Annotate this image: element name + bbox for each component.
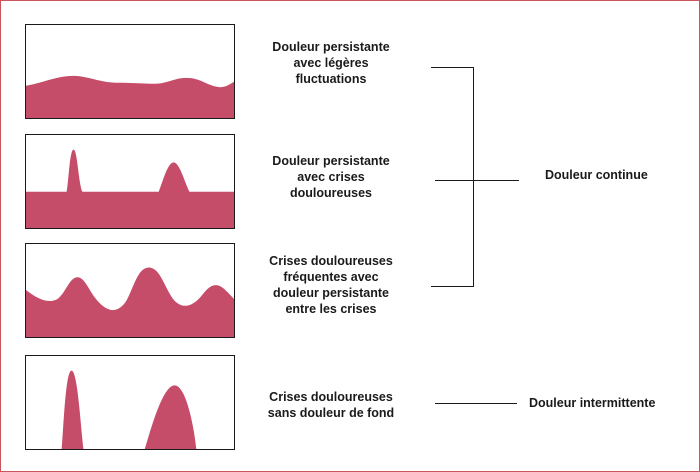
bracket-vertical-line [473, 67, 474, 287]
pain-graph-persistent-slight [25, 24, 235, 119]
label-line: sans douleur de fond [267, 406, 395, 420]
label-line: Crises douloureuses [269, 390, 393, 404]
label-line: fluctuations [295, 72, 367, 86]
pain-curve-1 [26, 75, 234, 118]
pain-graph-persistent-attacks [25, 134, 235, 229]
bracket-output-line [473, 180, 519, 181]
label-attacks-no-background: Crises douloureuses sans douleur de fond [241, 389, 421, 421]
label-line: Douleur persistante [272, 154, 390, 168]
label-frequent-attacks: Crises douloureuses fréquentes avec doul… [241, 253, 421, 317]
label-persistent-attacks: Douleur persistante avec crises douloure… [241, 153, 421, 201]
connector-line-1 [431, 67, 473, 68]
connector-line-3 [431, 286, 473, 287]
pain-graph-frequent-attacks [25, 243, 235, 338]
pain-graph-attacks-no-background [25, 355, 235, 450]
pain-curve-2 [26, 149, 234, 228]
pain-curve-4a [61, 370, 84, 449]
pain-curve-4b [144, 385, 197, 449]
label-persistent-slight: Douleur persistante avec légères fluctua… [241, 39, 421, 87]
label-line: avec légères [293, 56, 369, 70]
category-continuous: Douleur continue [545, 168, 648, 182]
label-line: avec crises [297, 170, 365, 184]
label-line: entre les crises [285, 302, 377, 316]
label-line: Crises douloureuses [269, 254, 393, 268]
category-intermittent: Douleur intermittente [529, 396, 656, 410]
connector-line-4 [435, 403, 517, 404]
label-line: Douleur persistante [272, 40, 390, 54]
pain-curve-3 [26, 267, 234, 337]
connector-line-2 [435, 180, 473, 181]
label-line: fréquentes avec [283, 270, 379, 284]
label-line: douloureuses [290, 186, 372, 200]
label-line: douleur persistante [273, 286, 389, 300]
